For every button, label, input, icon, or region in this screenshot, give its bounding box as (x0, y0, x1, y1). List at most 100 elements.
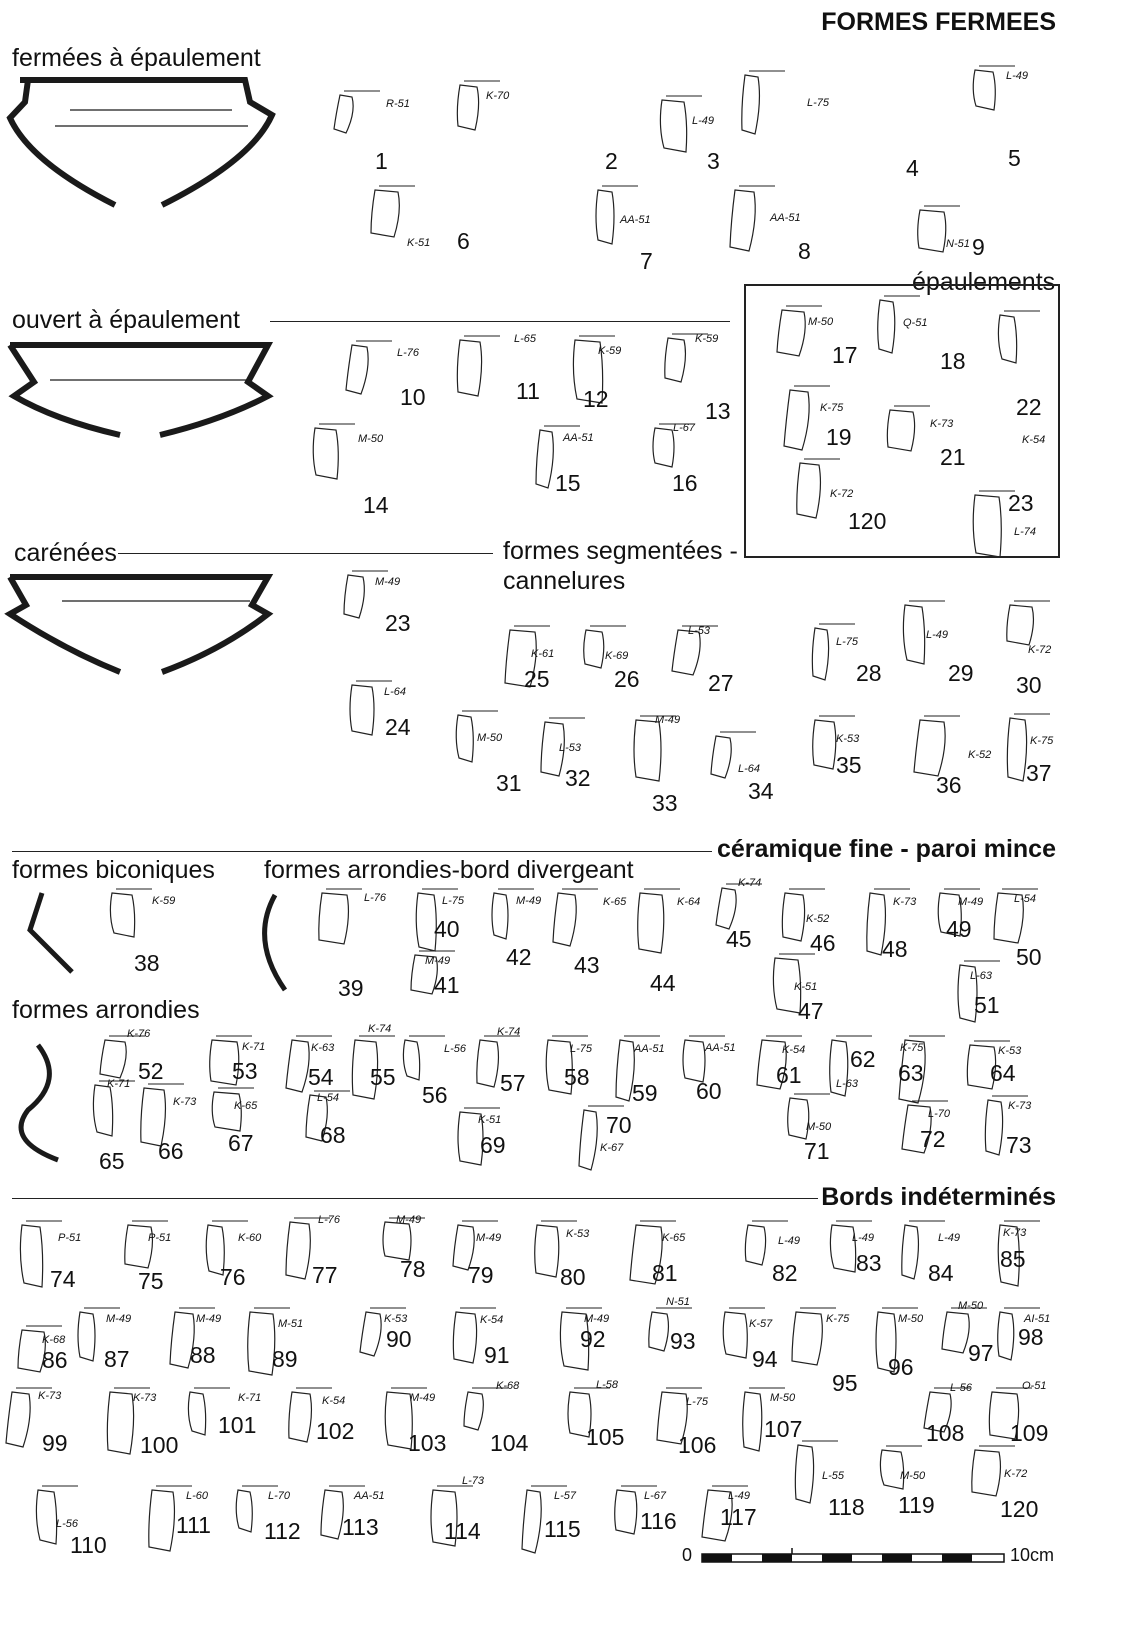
sherd-drawing (148, 1485, 192, 1552)
sherd-drawing (545, 1035, 588, 1095)
square-code: M-49 (425, 955, 451, 967)
sherd-drawing (902, 600, 945, 665)
square-code: AA-51 (563, 432, 594, 444)
sherd-outline (109, 892, 136, 938)
fragment-number: 44 (650, 970, 676, 996)
square-code: L-67 (644, 1490, 667, 1502)
fragment-number: 36 (936, 772, 962, 798)
fragment-number: 102 (316, 1418, 355, 1444)
square-code: K-61 (531, 648, 555, 660)
profile-ouvert-right (10, 342, 274, 438)
sherd-outline (744, 1224, 767, 1266)
fragment-number: 30 (1016, 672, 1042, 698)
sherd-drawing (320, 1485, 365, 1540)
sherd-outline (997, 314, 1018, 364)
fragment-number: 31 (496, 770, 522, 796)
sherd-drawing (997, 1220, 1040, 1287)
square-code: M-50 (806, 1121, 832, 1133)
fragment-number: 72 (920, 1126, 946, 1152)
sherd-drawing (776, 305, 822, 357)
square-code: L-57 (554, 1490, 577, 1502)
divider-carenees (118, 553, 493, 554)
square-code: L-64 (738, 763, 761, 775)
fragment-number: 26 (614, 666, 640, 692)
fragment-number: 105 (586, 1424, 625, 1450)
sherd-drawing (829, 1220, 872, 1273)
square-code: L-58 (596, 1379, 619, 1391)
square-code: L-73 (462, 1475, 485, 1487)
square-code: O-51 (1022, 1380, 1047, 1392)
sherd-outline (742, 1391, 763, 1452)
sherd-outline (235, 1489, 253, 1533)
profile-fermee-epaulement-left (6, 79, 117, 208)
sherd-outline (106, 1391, 135, 1455)
square-code: L-49 (926, 629, 949, 641)
fragment-number: 114 (444, 1518, 481, 1544)
square-code: L-53 (559, 742, 582, 754)
sherd-outline (701, 1489, 733, 1542)
square-code: M-50 (898, 1313, 924, 1325)
sherd-drawing (997, 310, 1040, 364)
sherd-drawing (772, 953, 815, 1014)
fragment-number: 25 (524, 666, 550, 692)
square-code: M-49 (396, 1214, 422, 1226)
sherd-drawing (491, 888, 534, 940)
sherd-drawing (430, 1485, 473, 1547)
square-code: K-76 (127, 1028, 151, 1040)
sherd-outline (791, 1311, 823, 1366)
sherd-outline (349, 684, 375, 736)
sherd-outline (285, 1221, 311, 1280)
sherd-outline (877, 299, 896, 354)
square-code: K-75 (900, 1042, 924, 1054)
sherd-outline (77, 1311, 96, 1362)
sherd-drawing (671, 625, 718, 676)
sherd-drawing (729, 185, 775, 252)
square-code: K-57 (749, 1318, 773, 1330)
fragment-number: 39 (338, 975, 364, 1001)
fragment-number: 15 (555, 470, 581, 496)
sherd-outline (941, 1311, 970, 1354)
square-code: R-51 (386, 98, 410, 110)
fragment-number: 28 (856, 660, 882, 686)
fragment-number: 34 (748, 778, 774, 804)
fragment-number: 100 (140, 1432, 179, 1458)
sherd-outline (457, 1111, 484, 1166)
sherd-drawing (187, 1387, 230, 1436)
fragment-number: 21 (940, 444, 966, 470)
heading-ceramique-fine: céramique fine - paroi mince (717, 835, 1056, 863)
heading-epaulements: épaulements (912, 268, 1056, 296)
square-code: K-74 (738, 877, 762, 889)
square-code: M-50 (770, 1392, 796, 1404)
sherd-outline (148, 1489, 176, 1552)
heading-bords-indetermines: Bords indéterminés (821, 1183, 1056, 1211)
sherd-drawing (648, 1307, 692, 1352)
sherd-drawing (455, 710, 498, 763)
fragment-number: 13 (705, 398, 731, 424)
fragment-number: 90 (386, 1326, 412, 1352)
fragment-number: 80 (560, 1264, 586, 1290)
square-code: K-75 (826, 1313, 850, 1325)
sherd-outline (811, 627, 830, 681)
fragment-number: 45 (726, 926, 752, 952)
scale-start-label: 0 (682, 1545, 693, 1565)
fragment-number: 91 (484, 1342, 510, 1368)
heading-formes-fermees: FORMES FERMEES (821, 8, 1056, 36)
square-code: L-63 (970, 970, 993, 982)
sherd-outline (659, 99, 688, 153)
fragment-number: 94 (752, 1346, 778, 1372)
sherd-drawing (664, 333, 708, 383)
fragment-number: 7 (640, 248, 653, 274)
fragment-number: 14 (363, 492, 389, 518)
sherd-outline (984, 1099, 1004, 1156)
sherd-outline (370, 189, 400, 238)
square-code: M-49 (196, 1313, 222, 1325)
sherd-outline (917, 209, 947, 253)
sherd-outline (971, 1449, 1002, 1497)
heading-arrondies: formes arrondies (12, 996, 200, 1024)
fragment-number: 4 (906, 155, 919, 181)
sherd-drawing (984, 1095, 1028, 1156)
sherd-drawing (744, 1220, 788, 1266)
heading-segmentees-1: formes segmentées - (503, 537, 738, 565)
fragment-number: 108 (926, 1420, 965, 1446)
